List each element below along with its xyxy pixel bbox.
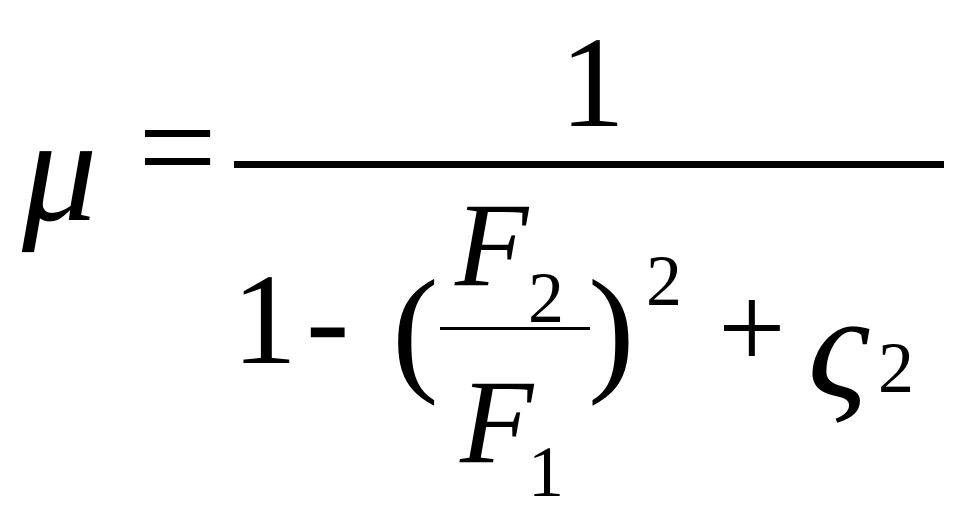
numerator-one: 1 — [560, 11, 625, 155]
minus-sign: - — [306, 248, 350, 392]
exponent-two: 2 — [646, 241, 682, 321]
denominator-one: 1 — [232, 248, 297, 392]
plus-sign: + — [718, 261, 786, 394]
inner-fraction-bar — [440, 327, 590, 330]
ratio-denominator-subscript: 1 — [528, 432, 564, 512]
main-fraction-bar — [234, 161, 944, 168]
close-paren: ) — [588, 252, 635, 407]
zeta-symbol: ς — [808, 264, 869, 430]
ratio-denominator-f: F — [460, 355, 534, 488]
ratio-numerator-subscript: 2 — [528, 258, 564, 338]
open-paren: ( — [392, 252, 439, 407]
mu-symbol: μ — [22, 87, 98, 253]
zeta-subscript: 2 — [878, 328, 914, 408]
ratio-numerator-f: F — [455, 178, 529, 311]
equals-sign: = — [138, 70, 217, 225]
